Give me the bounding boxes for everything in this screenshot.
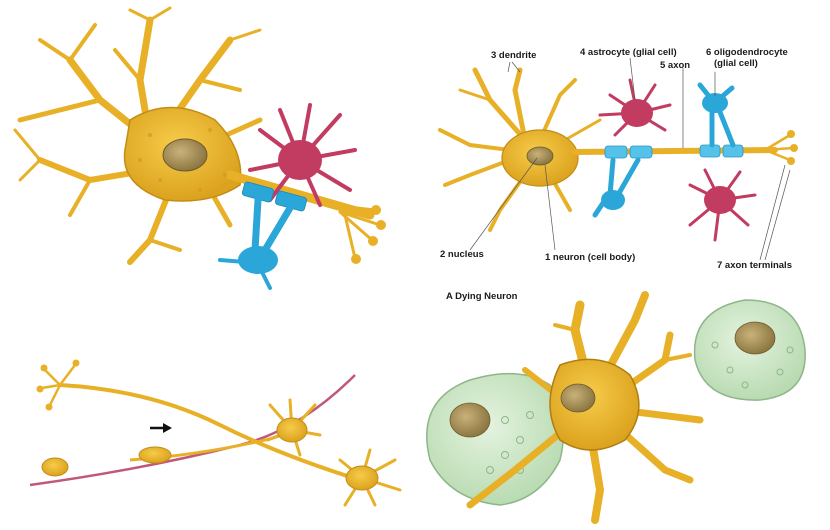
label-oligodendrocyte: 6 oligodendrocyte: [706, 47, 788, 58]
label-axon: 5 axon: [660, 60, 690, 71]
label-neuron: 1 neuron (cell body): [545, 252, 635, 263]
label-astrocyte: 4 astrocyte (glial cell): [580, 47, 677, 58]
dying-neuron-scene: [426, 291, 806, 524]
astrocyte-labeled-top: [598, 78, 672, 137]
label-leader-lines: [469, 57, 791, 261]
neuron-labeled-terminals: [763, 133, 795, 162]
oligodendrocyte-large: [218, 181, 308, 290]
neuron-labeled-terminal-knobs: [787, 130, 798, 165]
neuron-large: [13, 6, 386, 265]
neuron-large-terminals: [328, 203, 382, 260]
dying-neuron-title: A Dying Neuron: [446, 291, 518, 302]
small-neuron-left: [41, 457, 69, 477]
oligodendrocyte-labeled-top: [697, 82, 736, 148]
dying-neuron-body: [549, 358, 640, 451]
neuron-labeled-dendrites: [438, 67, 602, 232]
neuron-large-granules: [138, 128, 227, 192]
astrocyte-large-body: [278, 140, 322, 180]
astrocyte-large: [248, 103, 357, 207]
microglia-right-vesicles: [711, 341, 794, 389]
myelin-sheaths: [604, 144, 744, 159]
oligodendrocyte-labeled-bottom: [592, 157, 641, 218]
microglia-right-nucleus: [734, 321, 776, 355]
label-nucleus: 2 nucleus: [440, 249, 484, 260]
migrating-neuron-body: [138, 446, 172, 464]
label-axon-terminals: 7 axon terminals: [717, 260, 792, 271]
neuron-large-nucleus: [162, 138, 208, 172]
neurons-migrating: [29, 359, 402, 507]
neuron-labeled-nucleus: [526, 146, 554, 166]
neuron-large-terminal-knobs: [351, 205, 386, 264]
oligodendrocyte-large-body: [238, 246, 278, 274]
astrocyte-labeled-bottom: [688, 168, 757, 242]
label-oligodendrocyte-glial: (glial cell): [714, 58, 758, 69]
label-dendrite: 3 dendrite: [491, 50, 536, 61]
long-axon-1: [58, 383, 362, 482]
neuron-labeled: [438, 67, 798, 232]
microglia-left-nucleus: [449, 402, 491, 438]
dying-neuron-nucleus: [560, 383, 596, 413]
star-neuron-upper: [276, 417, 308, 443]
arrow-icon: [163, 423, 172, 433]
star-neuron-lower: [345, 465, 379, 491]
